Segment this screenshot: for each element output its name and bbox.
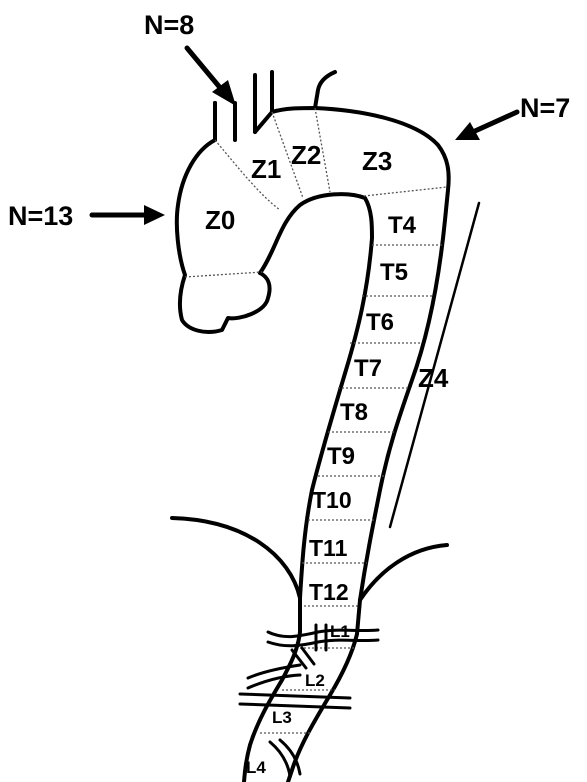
label-t8: T8 (340, 399, 368, 426)
label-l2: L2 (305, 671, 325, 690)
diaphragm-right (360, 545, 447, 600)
label-l1: L1 (330, 622, 350, 641)
label-n13: N=13 (8, 201, 73, 231)
label-n8: N=8 (144, 10, 194, 40)
label-l4: L4 (246, 758, 266, 777)
label-z1: Z1 (251, 154, 281, 184)
label-t5: T5 (380, 259, 408, 286)
label-t4: T4 (388, 212, 417, 239)
zone-divider-z0-lower (185, 272, 262, 277)
label-t9: T9 (327, 443, 355, 470)
label-z4: Z4 (418, 363, 449, 393)
arrow-n13 (92, 205, 165, 225)
label-z0: Z0 (205, 205, 235, 235)
arrow-n7 (455, 112, 517, 140)
label-l3: L3 (272, 708, 292, 727)
label-t10: T10 (312, 487, 352, 513)
subclavian-branch (272, 72, 335, 112)
label-t11: T11 (309, 535, 348, 561)
arrow-n8 (187, 48, 236, 106)
label-t6: T6 (366, 309, 394, 336)
left-common-carotid (235, 75, 255, 140)
label-t12: T12 (309, 579, 349, 605)
zone-divider-z3-t4 (364, 187, 447, 196)
label-n7: N=7 (520, 93, 570, 123)
label-t7: T7 (354, 355, 382, 382)
label-z3: Z3 (362, 146, 392, 176)
label-z2: Z2 (291, 140, 321, 170)
diaphragm-left (172, 518, 300, 598)
